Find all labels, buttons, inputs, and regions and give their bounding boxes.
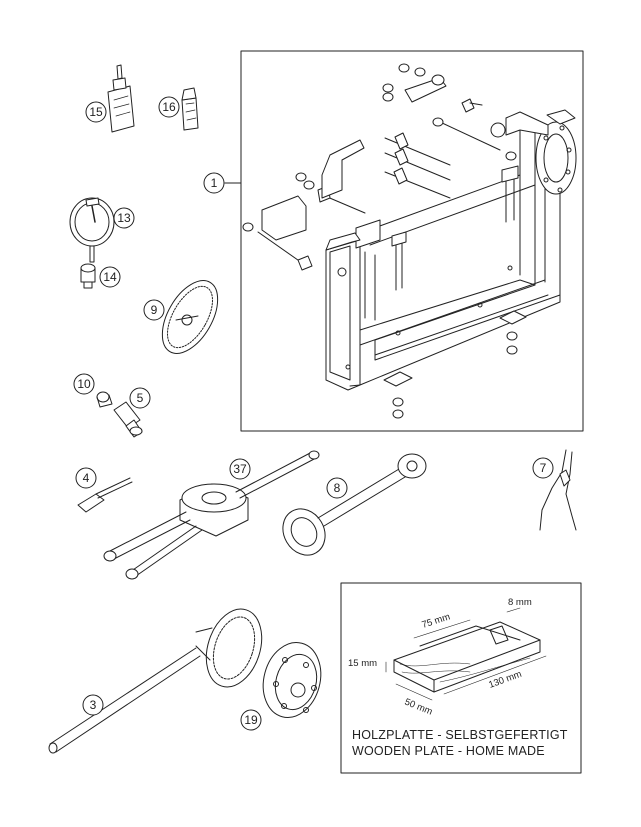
callout-4-circle <box>75 467 97 489</box>
sleeve-and-bolt-drawing <box>96 391 143 438</box>
callout-8-label: 8 <box>334 481 341 495</box>
callout-19-label: 19 <box>244 713 258 727</box>
callout-10-label: 10 <box>77 377 91 391</box>
gauge-adapter-drawing <box>80 263 96 289</box>
circlip-pliers-drawing <box>539 449 577 531</box>
clutch-holder-drawing <box>103 450 320 580</box>
callout-4-label: 4 <box>83 471 90 485</box>
callout-8-circle <box>326 477 348 499</box>
callout-19-circle <box>240 709 262 731</box>
callout-15-label: 15 <box>89 105 103 119</box>
callout-5-circle <box>129 387 151 409</box>
threadlocker-bottle-drawing <box>107 64 135 133</box>
wooden-plate-note-en: WOODEN PLATE - HOME MADE <box>352 744 545 758</box>
dim-50mm-label: 50 mm <box>403 697 434 718</box>
callout-1-circle <box>203 172 225 194</box>
grease-tube-drawing <box>181 87 199 131</box>
dial-gauge-drawing <box>69 197 115 263</box>
spanner-wrench-drawing <box>282 453 427 556</box>
callout-13-label: 13 <box>117 211 131 225</box>
dim-130mm-label: 130 mm <box>487 669 523 691</box>
callout-1-label: 1 <box>211 176 218 190</box>
wooden-plate-drawing <box>385 607 547 701</box>
callout-14-label: 14 <box>103 270 117 284</box>
callout-9-circle <box>143 299 165 321</box>
flywheel-puller-drawing <box>262 642 322 718</box>
holding-tool-drawing <box>48 608 263 754</box>
dim-15mm-label: 15 mm <box>348 658 377 669</box>
callout-7-label: 7 <box>540 461 547 475</box>
callout-16-label: 16 <box>162 100 176 114</box>
degree-wheel-drawing <box>161 280 219 354</box>
callout-37-circle <box>229 458 251 480</box>
callout-3-circle <box>82 694 104 716</box>
callout-14-circle <box>99 266 121 288</box>
callout-7-circle <box>532 457 554 479</box>
callout-10-circle <box>73 373 95 395</box>
callout-37-label: 37 <box>233 462 247 476</box>
callout-5-label: 5 <box>137 391 144 405</box>
callout-3-label: 3 <box>90 698 97 712</box>
wooden-plate-box <box>340 582 582 774</box>
callout-16-circle <box>158 96 180 118</box>
small-puller-tool-drawing <box>77 477 133 513</box>
callout-15-circle <box>85 101 107 123</box>
engine-stand-frame-box <box>240 50 584 432</box>
wooden-plate-note-de: HOLZPLATTE - SELBSTGEFERTIGT <box>352 728 568 742</box>
callout-13-circle <box>113 207 135 229</box>
callout-9-label: 9 <box>151 303 158 317</box>
dim-8mm-label: 8 mm <box>508 597 532 608</box>
engine-stand-drawing <box>242 63 577 419</box>
dim-75mm-label: 75 mm <box>421 611 452 630</box>
